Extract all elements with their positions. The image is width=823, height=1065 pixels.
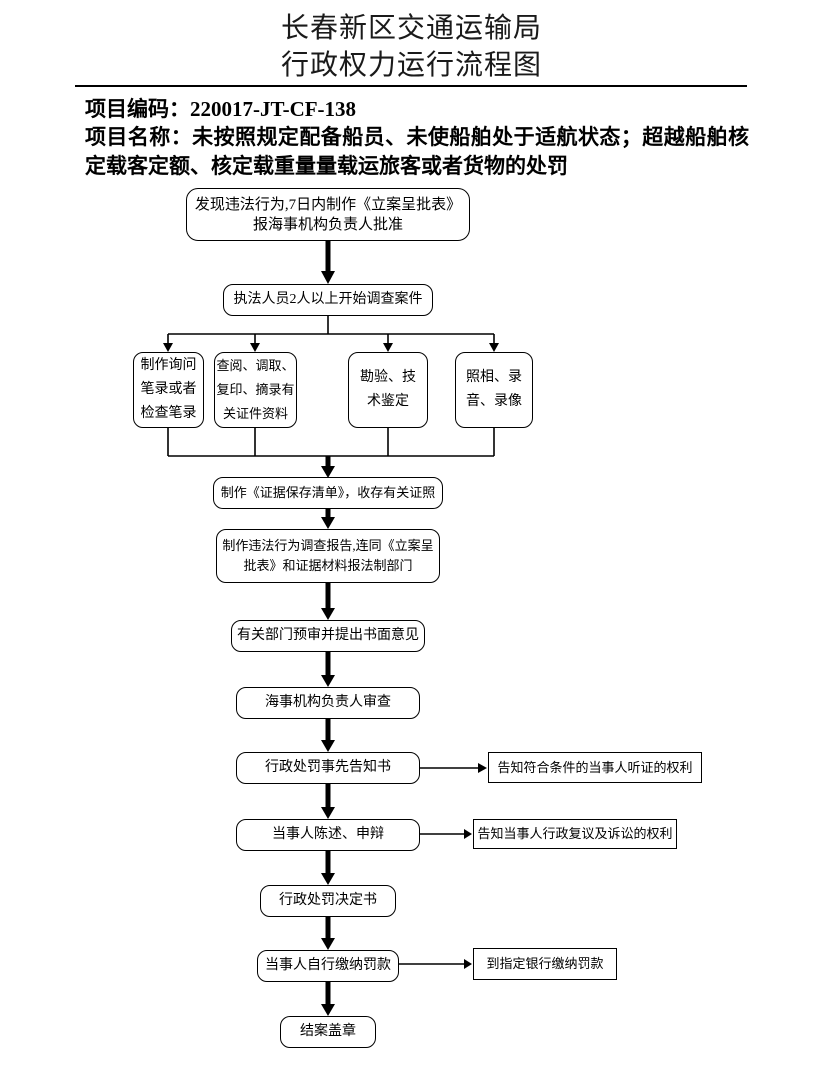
project-name-label: 项目名称： <box>85 125 193 149</box>
project-code-value: 220017-JT-CF-138 <box>190 97 357 121</box>
flow-node-director-review: 海事机构负责人审查 <box>236 687 420 719</box>
flow-node-photograph: 照相、录音、录像 <box>455 352 533 428</box>
title-divider <box>75 85 747 87</box>
flow-node-report: 制作违法行为调查报告,连同《立案呈批表》和证据材料报法制部门 <box>216 529 440 583</box>
project-code-line: 项目编码：220017-JT-CF-138 <box>85 93 356 123</box>
side-node-bank-payment: 到指定银行缴纳罚款 <box>473 948 617 980</box>
flow-node-payment: 当事人自行缴纳罚款 <box>257 950 399 982</box>
side-node-appeal-right: 告知当事人行政复议及诉讼的权利 <box>473 819 677 849</box>
flow-node-prior-notice: 行政处罚事先告知书 <box>236 752 420 784</box>
flow-node-case-close: 结案盖章 <box>280 1016 376 1048</box>
merge-connectors <box>167 428 495 457</box>
project-code-label: 项目编码： <box>85 97 190 121</box>
flow-node-decision: 行政处罚决定书 <box>260 885 396 917</box>
flow-node-start: 发现违法行为,7日内制作《立案呈批表》报海事机构负责人批准 <box>186 188 470 241</box>
side-arrows <box>399 763 487 969</box>
project-name-line: 项目名称：未按照规定配备船员、未使船舶处于适航状态；超越船舶核定载客定额、核定载… <box>85 123 749 181</box>
branch-connectors <box>163 316 499 352</box>
flow-node-evidence-list: 制作《证据保存清单》，收存有关证照 <box>213 477 443 509</box>
flow-node-inspect: 勘验、技术鉴定 <box>348 352 428 428</box>
flow-node-statement-defense: 当事人陈述、申辩 <box>236 819 420 851</box>
project-name-value: 未按照规定配备船员、未使船舶处于适航状态；超越船舶核定载客定额、核定载重量量载运… <box>85 125 750 178</box>
side-node-hearing-right: 告知符合条件的当事人听证的权利 <box>488 752 702 783</box>
document-title-line2: 行政权力运行流程图 <box>280 50 542 81</box>
flow-node-preliminary-review: 有关部门预审并提出书面意见 <box>231 620 425 652</box>
flow-node-investigate: 执法人员2人以上开始调查案件 <box>223 284 433 316</box>
main-flow-arrows <box>321 241 335 1016</box>
document-title-line1: 长春新区交通运输局 <box>280 13 542 44</box>
flow-node-consult: 查阅、调取、复印、摘录有关证件资料 <box>214 352 297 428</box>
document-title: 长春新区交通运输局 行政权力运行流程图 <box>0 10 823 84</box>
flow-node-record: 制作询问笔录或者检查笔录 <box>133 352 204 428</box>
